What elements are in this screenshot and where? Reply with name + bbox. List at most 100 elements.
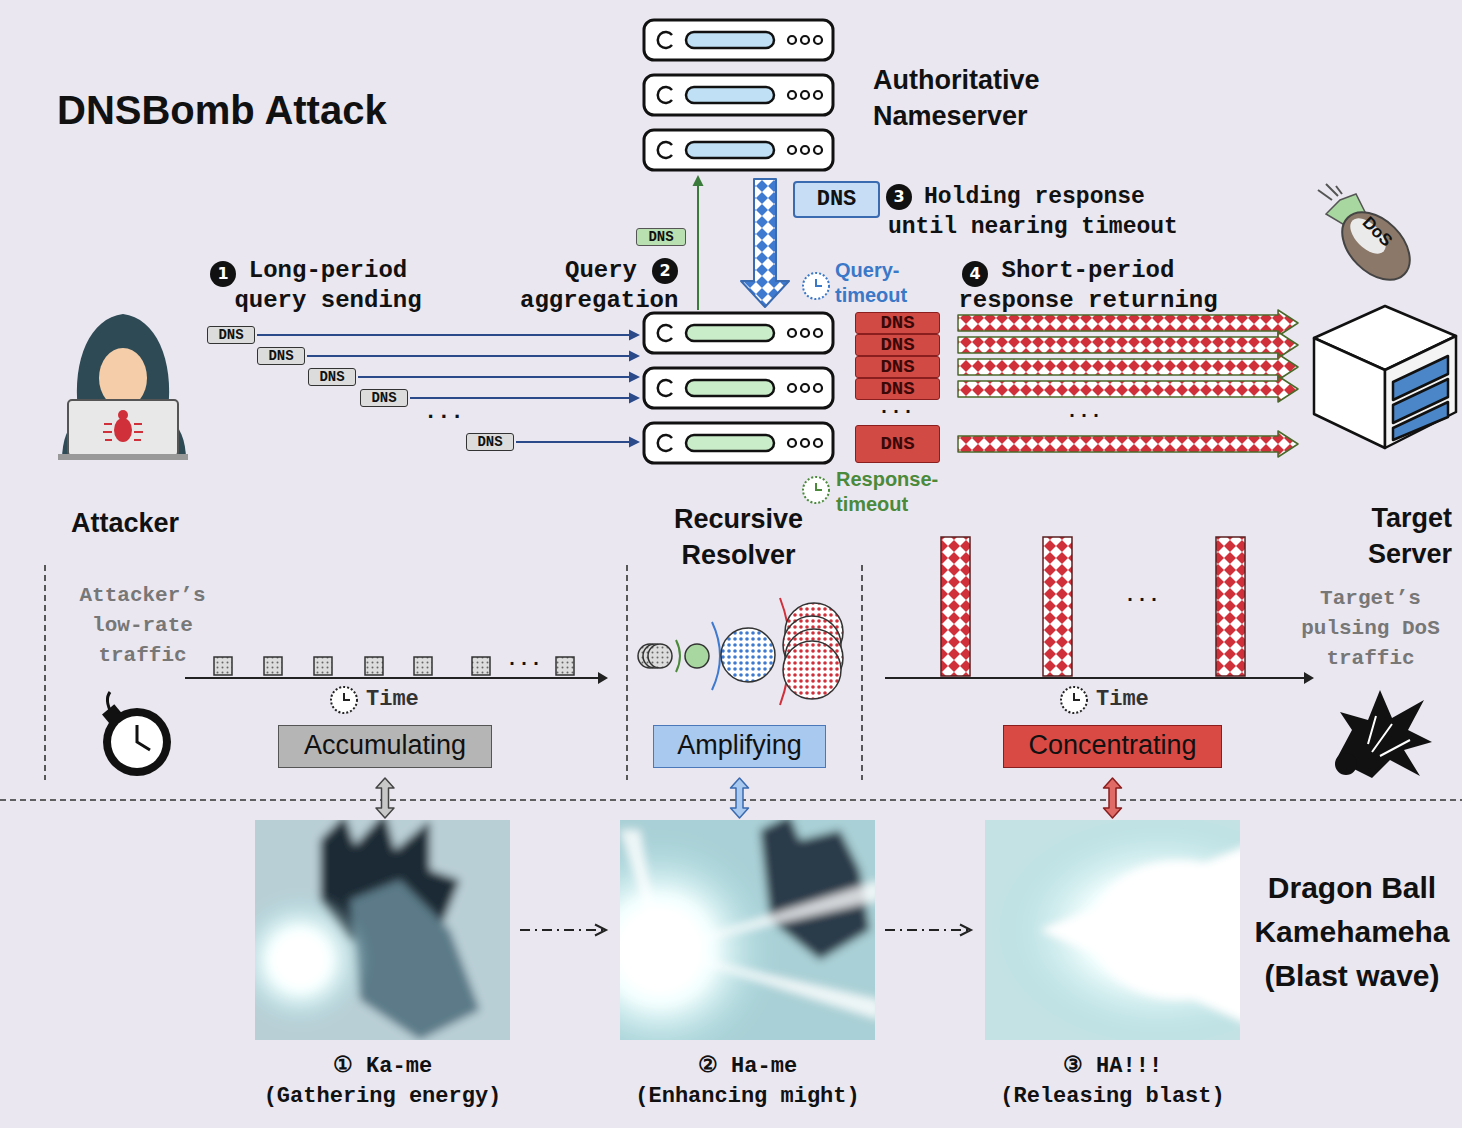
arrow-line	[697, 186, 699, 310]
node-text: (Releasing blast)	[985, 1084, 1240, 1109]
connector	[741, 179, 789, 307]
anime-frame	[230, 810, 1330, 1070]
arrowhead	[629, 330, 640, 341]
anime-frame: ③ HA!!! (Releasing blast)	[985, 820, 1240, 1120]
dns-query: DNS	[636, 228, 686, 246]
arrow-body	[1104, 778, 1122, 818]
step-label: Long-period query sending	[228, 256, 428, 316]
dns-response: DNS	[793, 181, 880, 218]
dos-bomb-icon	[1318, 184, 1423, 293]
connector	[307, 351, 640, 362]
arrow-line	[885, 929, 971, 931]
node-text: ③ HA!!!	[985, 1052, 1240, 1079]
dns-packet: DNS	[257, 347, 305, 365]
phase-box: Amplifying	[653, 725, 826, 768]
arrowhead	[693, 175, 704, 186]
arrow-line	[520, 929, 606, 931]
arrowhead	[629, 372, 640, 383]
phase-box: Accumulating	[278, 725, 492, 768]
target-server-icon	[1314, 306, 1456, 448]
timeout-label: Response-timeout	[836, 467, 951, 517]
node-text: DNS	[795, 187, 878, 212]
connector	[257, 330, 640, 341]
connector	[358, 372, 640, 383]
dns-response: DNS	[855, 312, 940, 334]
node-text: DNS	[467, 434, 513, 450]
connector	[1104, 778, 1122, 818]
dns-response: DNS	[855, 334, 940, 356]
diagram-title: DNSBomb Attack	[57, 88, 387, 133]
node-text: Recursive Resolver	[617, 501, 860, 574]
node-text: DNS	[856, 334, 939, 356]
arrowhead	[629, 393, 640, 404]
connector	[958, 332, 1298, 358]
connector	[693, 175, 704, 310]
arrowhead	[595, 925, 606, 936]
arrow-body	[958, 332, 1298, 358]
node-text: DNS	[208, 327, 254, 343]
arrow-line	[410, 397, 629, 399]
dns-response: DNS	[855, 378, 940, 400]
ellipsis: ...	[1124, 586, 1160, 606]
node-text: ② Ha-me	[620, 1052, 875, 1079]
amplification-circles	[638, 598, 843, 705]
arrow-body	[741, 179, 789, 307]
anime-frame: ② Ha-me (Enhancing might)	[620, 820, 875, 1120]
arrow-line	[257, 334, 629, 336]
node-text: DNS	[856, 356, 939, 378]
axis-label: Time	[366, 686, 419, 714]
connector	[958, 431, 1298, 457]
callout-number: 3	[886, 184, 912, 210]
node-text: Target Server	[1300, 500, 1452, 573]
dns-packet: DNS	[466, 433, 514, 451]
node-text: DNS	[856, 312, 939, 334]
node-text: Concentrating	[1004, 726, 1221, 765]
traffic-label: Target’s pulsing DoS traffic	[1283, 584, 1458, 674]
callout-number: 2	[652, 258, 678, 284]
dns-packet: DNS	[308, 368, 356, 386]
node-text: ① Ka-me	[255, 1052, 510, 1079]
arrow-line	[358, 376, 629, 378]
arrow-body	[958, 376, 1298, 402]
phase-box: Concentrating	[1003, 725, 1222, 768]
connector	[376, 778, 394, 818]
connector	[731, 778, 749, 818]
attacker: Attacker	[50, 305, 200, 550]
server-stack: Authoritative Nameserver	[642, 18, 835, 173]
connector	[516, 437, 640, 448]
analogy-title: Dragon Ball Kamehameha (Blast wave)	[1246, 866, 1458, 998]
arrow-line	[516, 441, 629, 443]
timeout-label: Query-timeout	[835, 258, 930, 308]
dns-packet: DNS	[207, 326, 255, 344]
connector	[958, 376, 1298, 402]
arrow-line	[307, 355, 629, 357]
ellipsis: ...	[424, 402, 464, 424]
axis-label: Time	[1096, 686, 1149, 714]
timer-bomb-icon	[102, 692, 171, 776]
arrow-body	[958, 431, 1298, 457]
arrowhead	[629, 351, 640, 362]
anime-frame: ① Ka-me(Gathering energy)	[255, 820, 510, 1120]
timeline	[185, 273, 1314, 713]
node-text: DNS	[637, 229, 685, 245]
connector	[885, 925, 971, 936]
ellipsis: ...	[878, 398, 914, 418]
node-text: DNS	[258, 348, 304, 364]
ellipsis: ...	[506, 650, 542, 670]
node-text: Attacker	[50, 505, 200, 541]
traffic-label: Attacker’s low-rate traffic	[60, 581, 225, 671]
callout-number: 1	[210, 261, 236, 287]
dns-response: DNS	[855, 356, 940, 378]
step-label: Short-period response returning	[952, 256, 1224, 316]
target-server: Target Server	[1300, 300, 1458, 580]
node-text: DNS	[856, 378, 939, 400]
node-text: Authoritative Nameserver	[873, 62, 1093, 135]
arrow-body	[958, 354, 1298, 380]
connector	[958, 354, 1298, 380]
attacker-icon	[58, 314, 188, 460]
node-text: (Enhancing might)	[620, 1084, 875, 1109]
step-label: Holding response until nearing timeout	[888, 182, 1200, 242]
node-text: DNS	[309, 369, 355, 385]
node-text: Amplifying	[654, 726, 825, 765]
